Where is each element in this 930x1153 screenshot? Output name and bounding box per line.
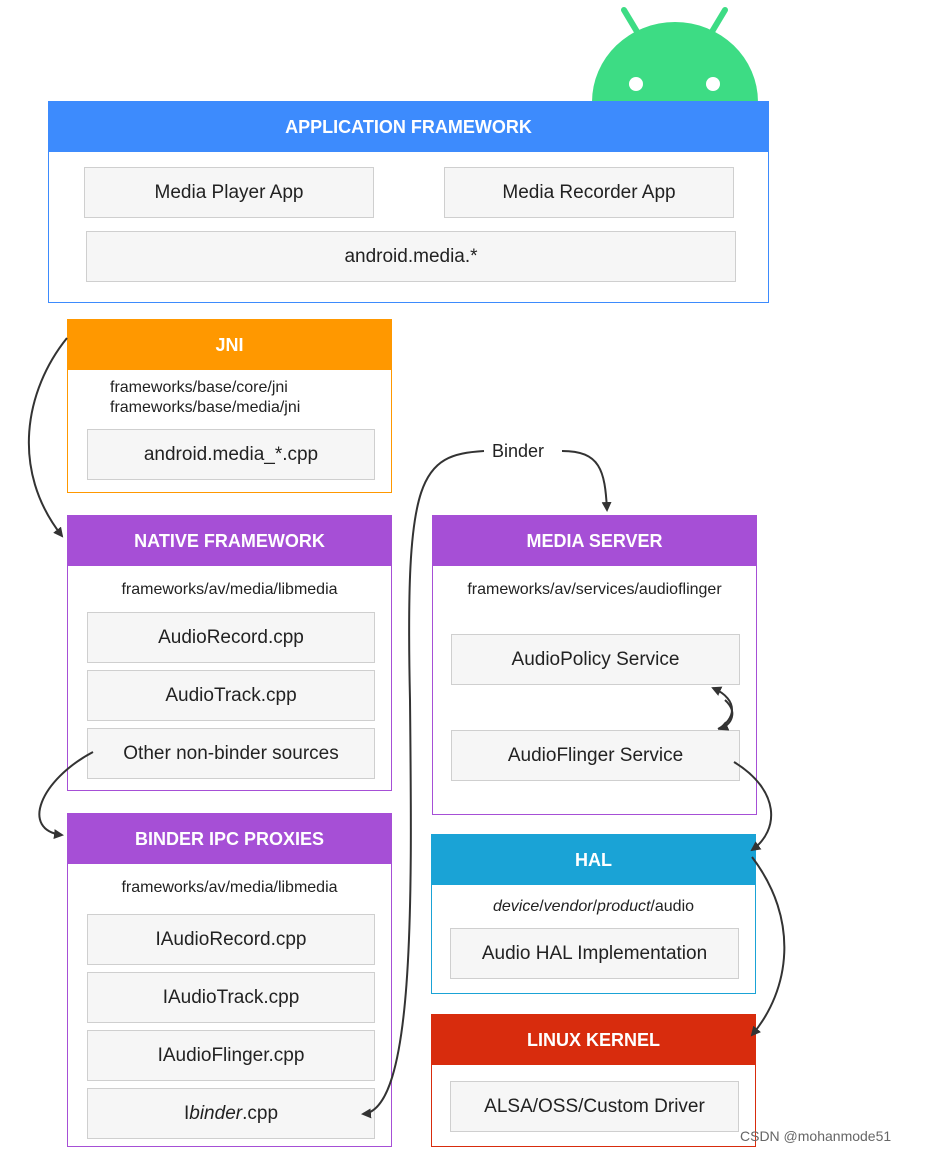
watermark-text: CSDN @mohanmode51 <box>740 1128 892 1144</box>
android-media-box[interactable]: android.media.* <box>86 231 736 282</box>
native-framework-path: frameworks/av/media/libmedia <box>121 581 338 598</box>
android-media-cpp-box[interactable]: android.media_*.cpp <box>87 429 375 480</box>
iaudiotrack-cpp-box[interactable]: IAudioTrack.cpp <box>87 972 375 1023</box>
hal-path-product: product <box>597 898 651 915</box>
arrow-jni-to-native <box>27 337 68 538</box>
native-framework-panel: NATIVE FRAMEWORK frameworks/av/media/lib… <box>67 515 392 791</box>
linux-kernel-header: LINUX KERNEL <box>432 1015 755 1065</box>
audioflinger-service-box[interactable]: AudioFlinger Service <box>451 730 740 781</box>
iaudiorecord-cpp-box[interactable]: IAudioRecord.cpp <box>87 914 375 965</box>
hal-path-vendor: vendor <box>543 898 593 915</box>
arrow-binder-to-media-server <box>561 450 612 512</box>
ibinder-prefix: I <box>183 1102 190 1124</box>
audiopolicy-service-box[interactable]: AudioPolicy Service <box>451 634 740 685</box>
jni-path-media: frameworks/base/media/jni <box>110 399 301 416</box>
linux-kernel-panel: LINUX KERNEL ALSA/OSS/Custom Driver <box>431 1014 756 1147</box>
native-framework-header: NATIVE FRAMEWORK <box>68 516 391 566</box>
hal-panel: HAL device/vendor/product/audio Audio HA… <box>431 834 756 994</box>
application-framework-panel: APPLICATION FRAMEWORK Media Player App M… <box>48 101 769 303</box>
other-non-binder-sources-box[interactable]: Other non-binder sources <box>87 728 375 779</box>
hal-header: HAL <box>432 835 755 885</box>
media-server-header: MEDIA SERVER <box>433 516 756 566</box>
audiorecord-cpp-box[interactable]: AudioRecord.cpp <box>87 612 375 663</box>
jni-path-core: frameworks/base/core/jni <box>110 379 288 396</box>
hal-path: device/vendor/product/audio <box>432 897 755 917</box>
arrow-audioflinger-to-hal <box>733 761 773 852</box>
iaudioflinger-cpp-box[interactable]: IAudioFlinger.cpp <box>87 1030 375 1081</box>
media-server-panel: MEDIA SERVER frameworks/av/services/audi… <box>432 515 757 815</box>
binder-ipc-proxies-panel: BINDER IPC PROXIES frameworks/av/media/l… <box>67 813 392 1147</box>
media-recorder-app-box[interactable]: Media Recorder App <box>444 167 734 218</box>
hal-path-device: device <box>492 898 540 915</box>
arrow-native-to-binder-ipc <box>38 751 94 840</box>
hal-path-audio: /audio <box>650 898 695 915</box>
arrow-hal-to-kernel <box>750 856 786 1037</box>
jni-panel: JNI frameworks/base/core/jni frameworks/… <box>67 319 392 493</box>
binder-label: Binder <box>486 441 551 462</box>
ibinder-suffix: .cpp <box>242 1102 279 1124</box>
application-framework-header: APPLICATION FRAMEWORK <box>49 102 768 152</box>
hal-path-sep1: / <box>539 898 544 915</box>
arrow-audiopolicy-to-audioflinger <box>718 699 734 731</box>
binder-ipc-path: frameworks/av/media/libmedia <box>121 879 338 896</box>
media-server-path: frameworks/av/services/audioflinger <box>467 581 722 598</box>
arrow-binder-to-ibinder <box>361 450 485 1119</box>
audio-hal-implementation-box[interactable]: Audio HAL Implementation <box>450 928 739 979</box>
binder-ipc-proxies-header: BINDER IPC PROXIES <box>68 814 391 864</box>
hal-path-sep2: / <box>592 898 598 915</box>
alsa-oss-custom-driver-box[interactable]: ALSA/OSS/Custom Driver <box>450 1081 739 1132</box>
ibinder-em: binder <box>189 1102 243 1124</box>
media-player-app-box[interactable]: Media Player App <box>84 167 374 218</box>
audiotrack-cpp-box[interactable]: AudioTrack.cpp <box>87 670 375 721</box>
jni-header: JNI <box>68 320 391 370</box>
